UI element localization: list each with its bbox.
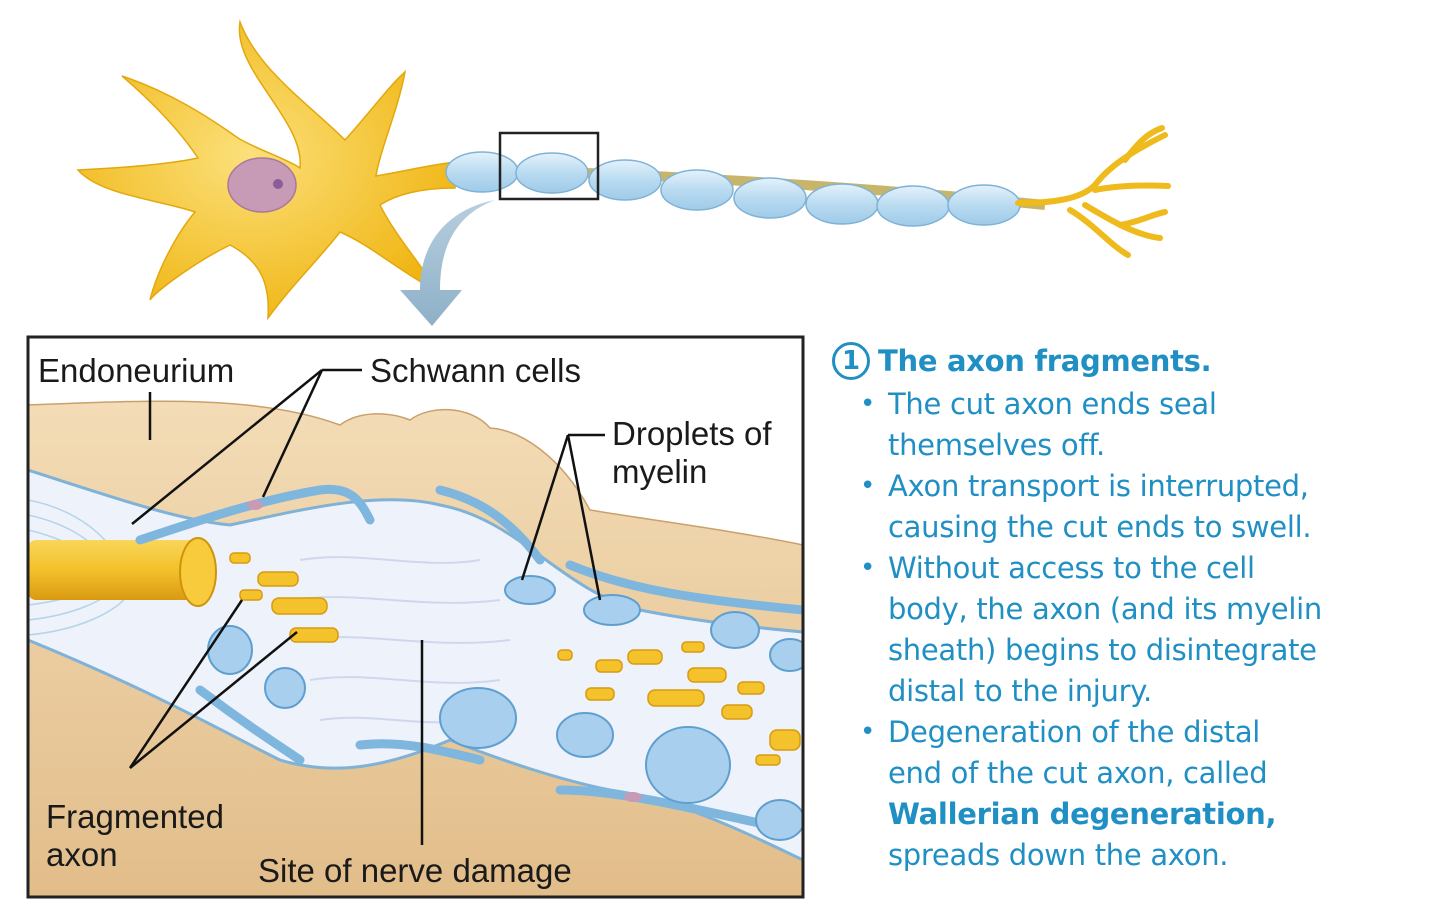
- nerve-lumen: [28, 468, 803, 862]
- bullet-line: spreads down the axon.: [888, 838, 1229, 872]
- leader-lines: [128, 368, 605, 845]
- step-description: 1 The axon fragments. The cut axon ends …: [832, 338, 1432, 876]
- label-fragmented-axon: Fragmented axon: [46, 798, 224, 874]
- myelin-sheath-segments: [445, 151, 1021, 227]
- bullet-item: Axon transport is interrupted, causing t…: [860, 466, 1432, 548]
- proximal-axon: [28, 537, 217, 607]
- bullet-line: end of the cut axon, called: [888, 756, 1268, 790]
- step-title: The axon fragments.: [878, 344, 1212, 378]
- label-fragmented-line1: Fragmented: [46, 798, 224, 835]
- zoom-arrow: [400, 200, 495, 326]
- bullet-line: body, the axon (and its myelin: [888, 592, 1322, 626]
- label-droplets-of-myelin: Droplets of myelin: [612, 415, 772, 491]
- bullet-line: Degeneration of the distal: [888, 715, 1261, 749]
- label-site-of-nerve-damage: Site of nerve damage: [258, 852, 572, 889]
- bullet-line: sheath) begins to disintegrate: [888, 633, 1317, 667]
- bold-suffix: ,: [1265, 797, 1277, 831]
- bullet-line-bold: Wallerian degeneration,: [888, 794, 1432, 835]
- inset-detail: [28, 337, 803, 897]
- bullet-item: Degeneration of the distal end of the cu…: [860, 712, 1432, 876]
- step-bullets: The cut axon ends seal themselves off. A…: [832, 384, 1432, 876]
- step-number-badge: 1: [832, 342, 870, 380]
- zoom-box: [498, 131, 600, 201]
- bullet-item: The cut axon ends seal themselves off.: [860, 384, 1432, 466]
- step-header: 1 The axon fragments.: [832, 338, 1432, 384]
- axon-terminals: [1015, 125, 1171, 258]
- label-endoneurium: Endoneurium: [38, 352, 235, 389]
- bullet-line: distal to the injury.: [888, 674, 1152, 708]
- wallerian-degeneration-term: Wallerian degeneration: [888, 797, 1266, 831]
- myelin-droplets: [207, 575, 803, 841]
- bullet-line: causing the cut ends to swell.: [888, 510, 1312, 544]
- bullet-line: themselves off.: [888, 428, 1105, 462]
- label-droplets-line1: Droplets of: [612, 415, 772, 452]
- label-fragmented-line2: axon: [46, 836, 118, 873]
- bullet-item: Without access to the cell body, the axo…: [860, 548, 1432, 712]
- label-schwann-cells: Schwann cells: [370, 352, 581, 389]
- neuron-cell-body: [76, 19, 456, 321]
- label-droplets-line2: myelin: [612, 453, 708, 490]
- bullet-line: Without access to the cell: [888, 551, 1255, 585]
- inset-frame: [26, 335, 805, 899]
- bullet-line: The cut axon ends seal: [888, 387, 1217, 421]
- axon-fragments: [229, 552, 801, 766]
- bullet-line: Axon transport is interrupted,: [888, 469, 1309, 503]
